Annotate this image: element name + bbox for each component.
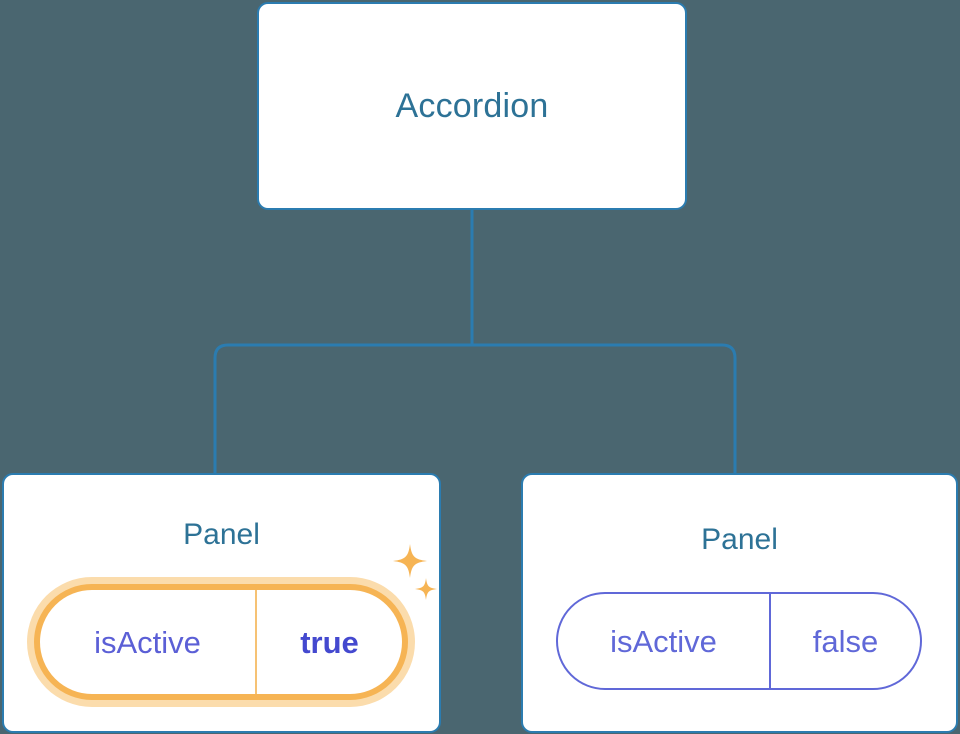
prop-pill-isactive-true[interactable]: isActive true — [34, 584, 408, 700]
node-panel-active-title: Panel — [183, 518, 260, 551]
connector-branch-bar — [213, 343, 737, 480]
prop-value-label: false — [812, 623, 879, 659]
node-panel-inactive-title: Panel — [701, 523, 778, 556]
prop-pill-isactive-false[interactable]: isActive false — [556, 592, 922, 690]
prop-value-label: true — [300, 624, 359, 660]
prop-key-label: isActive — [40, 590, 257, 694]
node-accordion-title: Accordion — [395, 87, 549, 125]
prop-key-label: isActive — [558, 594, 771, 688]
node-accordion[interactable]: Accordion — [257, 2, 687, 210]
